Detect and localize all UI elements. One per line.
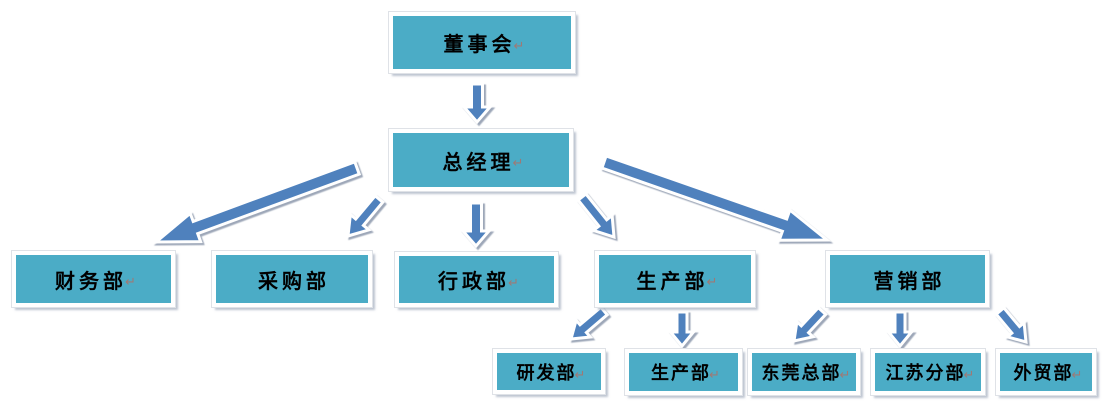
arrow-marketing-to-jiangsu[interactable] [885, 310, 915, 349]
paragraph-return-mark: ↵ [513, 37, 525, 53]
paragraph-return-mark: ↵ [508, 274, 519, 290]
node-board-of-directors[interactable]: 董事会↵ [389, 12, 575, 73]
node-label: 财务部 [55, 270, 128, 293]
node-dongguan-hq[interactable]: 东莞总部↵ [748, 349, 860, 395]
node-label: 总经理 [442, 151, 515, 174]
arrow-gm-to-production[interactable] [575, 191, 616, 240]
paragraph-return-mark: ↵ [839, 367, 851, 382]
arrow-gm-to-marketing[interactable] [599, 153, 832, 242]
node-jiangsu-branch[interactable]: 江苏分部↵ [871, 349, 985, 395]
paragraph-return-mark: ↵ [709, 367, 720, 382]
node-label: 采购部 [258, 270, 330, 293]
paragraph-return-mark: ↵ [125, 274, 136, 289]
node-rd-dept[interactable]: 研发部↵ [493, 349, 605, 394]
node-label: 董事会 [443, 34, 516, 56]
node-purchasing-dept[interactable]: 采购部 [212, 251, 372, 307]
node-label: 生产部 [636, 270, 709, 293]
arrow-marketing-to-dongguan[interactable] [792, 305, 828, 343]
node-finance-dept[interactable]: 财务部↵ [12, 251, 175, 307]
node-foreign-trade-dept[interactable]: 外贸部↵ [996, 349, 1096, 395]
paragraph-return-mark: ↵ [1071, 367, 1083, 382]
arrow-gm-to-admin[interactable] [459, 201, 493, 249]
node-production-dept[interactable]: 生产部↵ [595, 251, 755, 307]
node-label: 研发部 [516, 362, 577, 383]
node-general-manager[interactable]: 总经理↵ [389, 129, 573, 191]
node-label: 江苏分部 [885, 363, 966, 383]
node-production-sub-dept[interactable]: 生产部↵ [625, 349, 742, 395]
node-label: 生产部 [651, 363, 712, 383]
paragraph-return-mark: ↵ [574, 366, 586, 382]
node-label: 外贸部 [1013, 363, 1074, 383]
node-marketing-dept[interactable]: 营销部 [826, 251, 989, 307]
arrow-gm-to-purchasing[interactable] [346, 193, 385, 239]
arrow-production-to-rd[interactable] [568, 305, 610, 341]
node-label: 行政部 [438, 271, 511, 293]
node-admin-dept[interactable]: 行政部↵ [395, 252, 558, 307]
node-label: 东莞总部 [761, 363, 842, 383]
arrow-board-to-gm[interactable] [460, 82, 494, 125]
paragraph-return-mark: ↵ [512, 155, 524, 170]
arrow-gm-to-finance[interactable] [151, 159, 362, 244]
paragraph-return-mark: ↵ [963, 367, 975, 382]
node-label: 营销部 [873, 270, 946, 293]
arrow-marketing-to-trade[interactable] [994, 305, 1028, 345]
arrow-production-to-production-sub[interactable] [667, 310, 697, 349]
paragraph-return-mark: ↵ [706, 274, 718, 289]
